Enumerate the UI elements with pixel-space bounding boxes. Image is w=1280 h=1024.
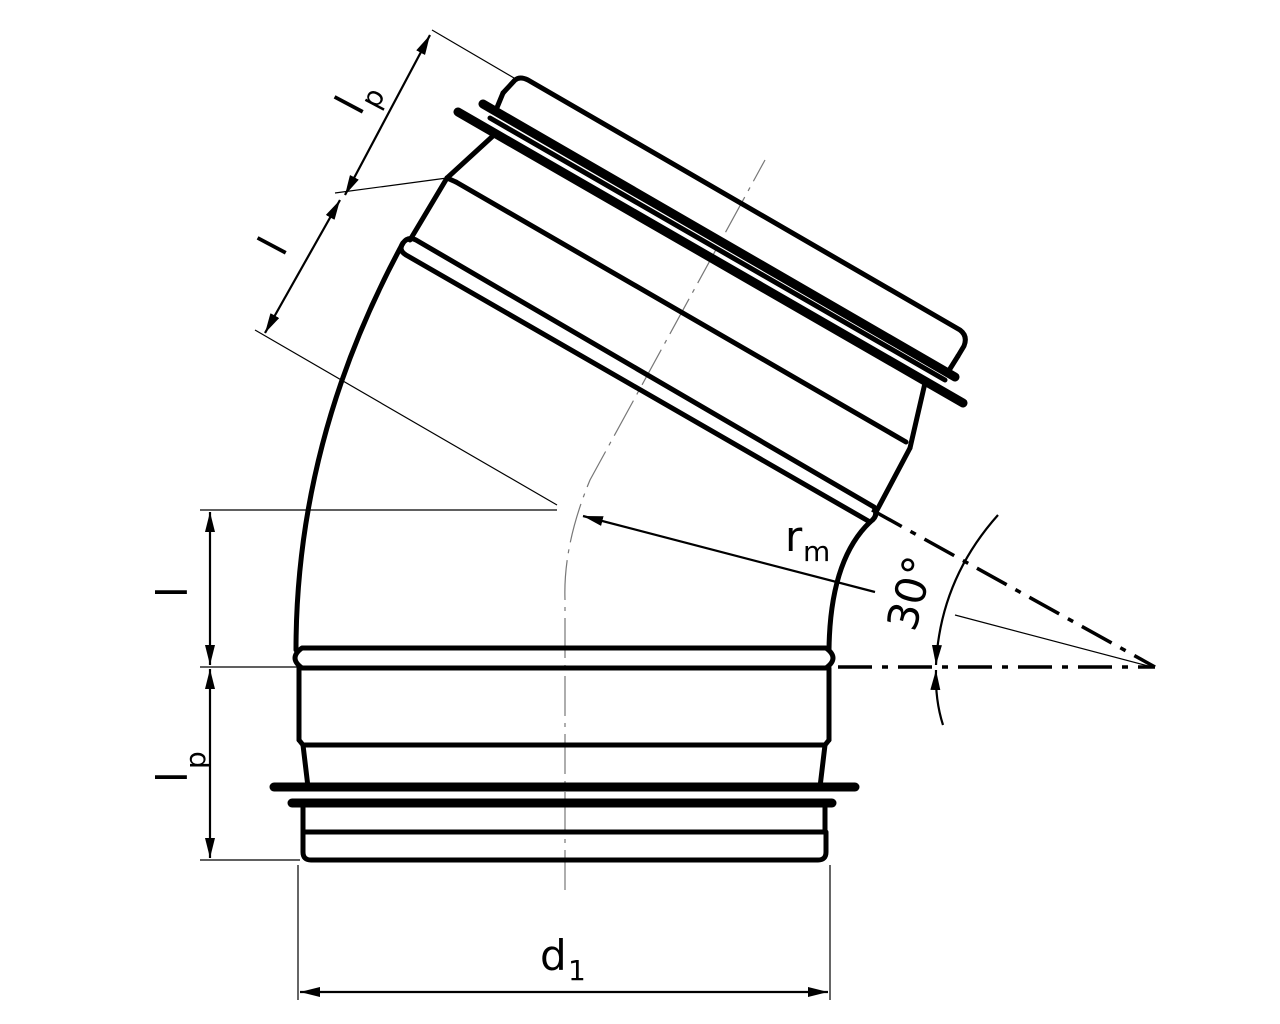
dim-l-inclined [264,199,341,334]
top-taper-left [444,132,497,181]
top-wall-right [873,445,913,515]
label-rm-main: r [785,512,803,561]
dimensions [205,34,999,997]
top-bead [398,236,879,525]
label-d1-main: d [540,931,567,980]
bottom-step [296,737,832,748]
outer-arc [293,240,406,653]
label-angle: 30° [877,551,944,636]
top-spigot-line [487,115,948,383]
bottom-bead [292,645,836,671]
ext-line-lp-top [431,29,515,79]
extension-lines [200,29,1153,1000]
label-lp-inclined: l p [326,82,392,121]
label-rm-sub: m [803,535,830,568]
top-gasket-2 [478,99,960,382]
dim-rm-radius [582,514,876,594]
label-lp-vertical-main: l [148,771,197,783]
label-rm: r m [785,512,830,568]
top-section [398,75,968,525]
label-d1-sub: 1 [568,954,586,987]
dashdot-lines [838,508,1156,669]
label-lp-vertical-sub: p [179,751,212,769]
top-taper-right [907,380,928,451]
dim-angle-arc-bottom [930,669,945,726]
label-l-inclined: l [249,229,298,262]
top-gasket-1 [453,107,968,408]
elbow-body [293,240,873,653]
bottom-section [269,645,860,863]
dim-lp-inclined [344,34,431,196]
label-lp-vertical: l p [148,751,212,783]
angle-helper-line [954,614,1153,668]
label-l-inclined-main: l [249,229,298,262]
top-spigot-end [500,75,968,359]
dim-angle-arc-top [931,514,999,666]
bottom-taper-right [817,742,828,790]
label-l-vertical-main: l [148,586,197,598]
top-spigot-sides [493,90,961,375]
inner-arc [826,519,873,653]
label-angle-main: 30° [877,551,944,636]
dashdot-inclined [871,508,1156,669]
pipe-centerline [564,159,766,890]
centerlines [564,159,766,890]
top-wall-left [407,175,450,243]
bottom-spigot-end [300,829,829,863]
ext-line-l-lower [254,329,558,506]
label-d1: d 1 [540,931,586,987]
bottom-taper-left [300,742,311,790]
top-step-line [453,179,909,445]
label-l-vertical: l [148,586,197,598]
